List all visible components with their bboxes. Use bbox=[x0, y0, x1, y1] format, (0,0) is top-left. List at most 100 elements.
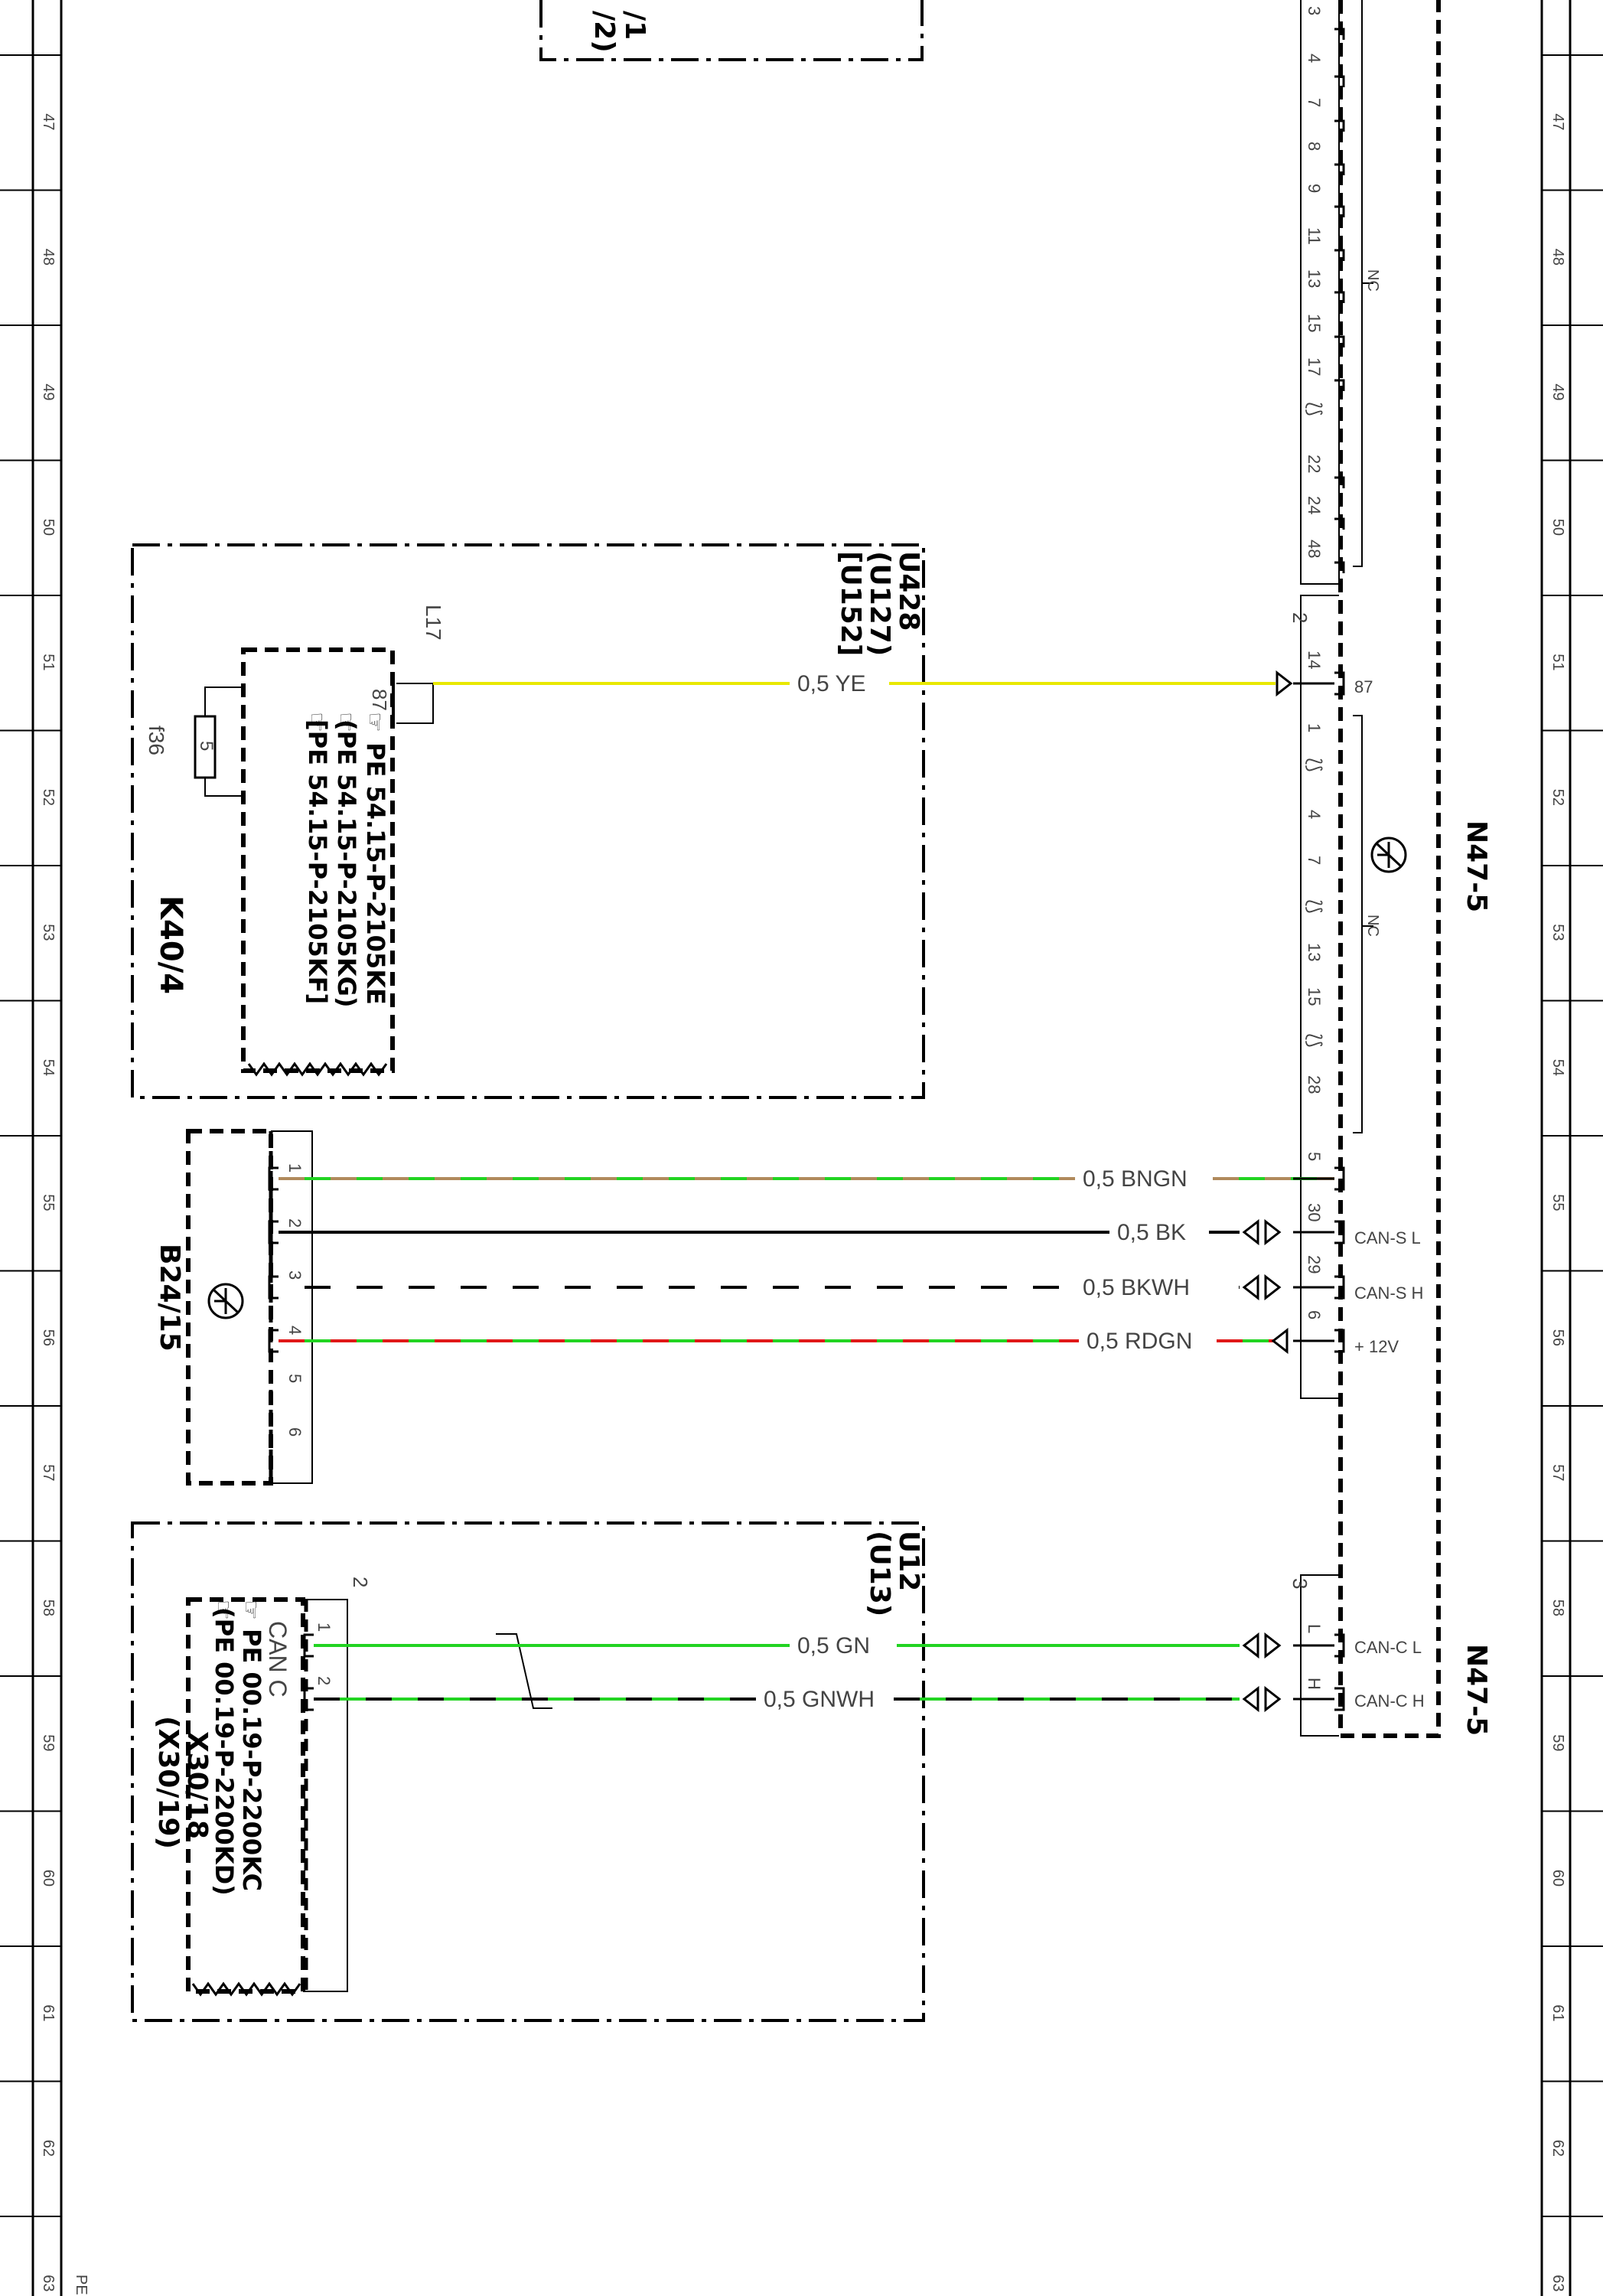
main-pin-4: 4 bbox=[1305, 810, 1324, 819]
upper-pin-22: 22 bbox=[1305, 455, 1324, 473]
signal-87: 87 bbox=[1354, 677, 1373, 696]
wire-label-gnwh: 0,5 GNWH bbox=[764, 1687, 875, 1712]
b24-pin-5: 5 bbox=[285, 1374, 305, 1383]
grid-label-left: 50 bbox=[40, 519, 57, 536]
upper-pin-11: 11 bbox=[1305, 227, 1324, 245]
fuse-icon bbox=[194, 715, 217, 779]
pe-hand-icon: ☞ bbox=[238, 1600, 263, 1620]
x30-pe-1: PE 00.19-P-2200KC bbox=[237, 1629, 266, 1891]
grid-label-right: 55 bbox=[1549, 1194, 1566, 1211]
x30-wavy-edge bbox=[191, 1981, 301, 1997]
grid-label-right: 61 bbox=[1549, 2004, 1566, 2021]
footer-tag: PE bbox=[73, 2275, 90, 2295]
arrow-left-icon bbox=[1271, 1327, 1289, 1355]
wire-label-rdgn: 0,5 RDGN bbox=[1087, 1329, 1192, 1354]
b24-pin-1: 1 bbox=[285, 1163, 305, 1172]
grid-label-right: 57 bbox=[1549, 1464, 1566, 1481]
main-connector-number: 2 bbox=[1289, 612, 1311, 623]
lower-connector-label: N47-5 bbox=[1461, 1644, 1492, 1736]
arrow-right-icon bbox=[1264, 1218, 1282, 1246]
grid-label-right: 63 bbox=[1549, 2275, 1566, 2291]
grid-label-left: 56 bbox=[40, 1329, 57, 1346]
bridge-icon: ⟅⟆ bbox=[1304, 899, 1324, 914]
k40-fuse-value: 5 bbox=[196, 741, 217, 751]
k40-ref-1: U428 bbox=[893, 551, 924, 631]
b24-pin-2: 2 bbox=[285, 1218, 305, 1228]
main-connector-label: N47-5 bbox=[1461, 820, 1492, 912]
pin-contact bbox=[1334, 249, 1345, 261]
bridge-icon: ⟅⟆ bbox=[1304, 758, 1324, 772]
grid-label-right: 47 bbox=[1549, 113, 1566, 130]
grid-label-left: 58 bbox=[40, 1600, 57, 1616]
arrow-right-icon bbox=[1264, 1632, 1282, 1659]
wire-label-bngn: 0,5 BNGN bbox=[1083, 1166, 1188, 1192]
x30-ref-1: U12 bbox=[893, 1531, 924, 1591]
grid-label-right: 51 bbox=[1549, 654, 1566, 670]
k40-wavy-edge bbox=[247, 1062, 388, 1077]
grid-label-left: 62 bbox=[40, 2140, 57, 2157]
grid-label-right: 56 bbox=[1549, 1329, 1566, 1346]
pin-contact bbox=[268, 1275, 279, 1300]
signal-12v: + 12V bbox=[1354, 1337, 1399, 1356]
upper-pin-17: 17 bbox=[1305, 357, 1324, 376]
main-pin-28: 28 bbox=[1305, 1075, 1324, 1094]
pin-contact bbox=[1334, 476, 1345, 488]
b24-pin-3: 3 bbox=[285, 1270, 305, 1280]
main-pin-6: 6 bbox=[1305, 1310, 1324, 1319]
k40-relay-label: L17 bbox=[422, 605, 445, 641]
pin-contact bbox=[1334, 1687, 1345, 1711]
pin-contact bbox=[1334, 1275, 1345, 1300]
grid-label-left: 60 bbox=[40, 1870, 57, 1887]
transistor-icon bbox=[1370, 837, 1407, 873]
main-pin-7: 7 bbox=[1305, 856, 1324, 865]
k40-module: U428 (U127) [U152] K40/4 L17 87 5 f36 ☞ … bbox=[131, 543, 925, 1099]
grid-label-right: 50 bbox=[1549, 519, 1566, 536]
grid-label-right: 53 bbox=[1549, 924, 1566, 941]
top-box-line1: /1 bbox=[619, 11, 650, 40]
bridge-icon: ⟅⟆ bbox=[1304, 1033, 1324, 1048]
grid-label-left: 63 bbox=[40, 2275, 57, 2291]
k40-pe-1: PE 54.15-P-2105KE bbox=[361, 742, 390, 1005]
main-pin-1: 1 bbox=[1305, 723, 1324, 732]
b24-label: B24/15 bbox=[154, 1244, 185, 1352]
pe-hand-icon: ☞ bbox=[362, 712, 387, 732]
upper-pin-8: 8 bbox=[1305, 142, 1324, 151]
grid-label-right: 49 bbox=[1549, 383, 1566, 400]
pin-contact bbox=[268, 1166, 279, 1191]
k40-pin-87: 87 bbox=[368, 689, 391, 711]
arrow-right-icon bbox=[1264, 1685, 1282, 1713]
pin-contact bbox=[1334, 1633, 1345, 1658]
arrow-left-icon bbox=[1242, 1218, 1259, 1246]
upper-pin-24: 24 bbox=[1305, 496, 1324, 514]
wire-label-bk: 0,5 BK bbox=[1117, 1220, 1186, 1245]
grid-label-left: 53 bbox=[40, 924, 57, 941]
signal-can-s-l: CAN-S L bbox=[1354, 1228, 1421, 1247]
arrow-right-icon bbox=[1264, 1274, 1282, 1301]
pin-contact bbox=[1334, 671, 1345, 696]
grid-label-left: 48 bbox=[40, 249, 57, 266]
pin-contact bbox=[1334, 75, 1345, 87]
pin-contact bbox=[1334, 205, 1345, 217]
main-pin-5: 5 bbox=[1305, 1152, 1324, 1161]
grid-label-left: 54 bbox=[40, 1059, 57, 1076]
twisted-pair-marker bbox=[496, 1633, 552, 1709]
main-pin-14: 14 bbox=[1305, 651, 1324, 669]
pin-contact bbox=[1334, 291, 1345, 303]
upper-pin-9: 9 bbox=[1305, 184, 1324, 193]
grid-label-right: 62 bbox=[1549, 2140, 1566, 2157]
pin-contact bbox=[1334, 1329, 1345, 1353]
wire-label-gn: 0,5 GN bbox=[797, 1633, 870, 1658]
lower-connector-number: 3 bbox=[1289, 1578, 1311, 1589]
k40-ref-3: [U152] bbox=[835, 551, 866, 656]
upper-pin-3: 3 bbox=[1305, 6, 1324, 15]
grid-label-left: 52 bbox=[40, 789, 57, 806]
x30-pin-1: 1 bbox=[314, 1623, 334, 1632]
wire-label-bkwh: 0,5 BKWH bbox=[1083, 1275, 1190, 1300]
signal-can-c-l: CAN-C L bbox=[1354, 1638, 1422, 1657]
arrow-left-icon bbox=[1242, 1632, 1259, 1659]
